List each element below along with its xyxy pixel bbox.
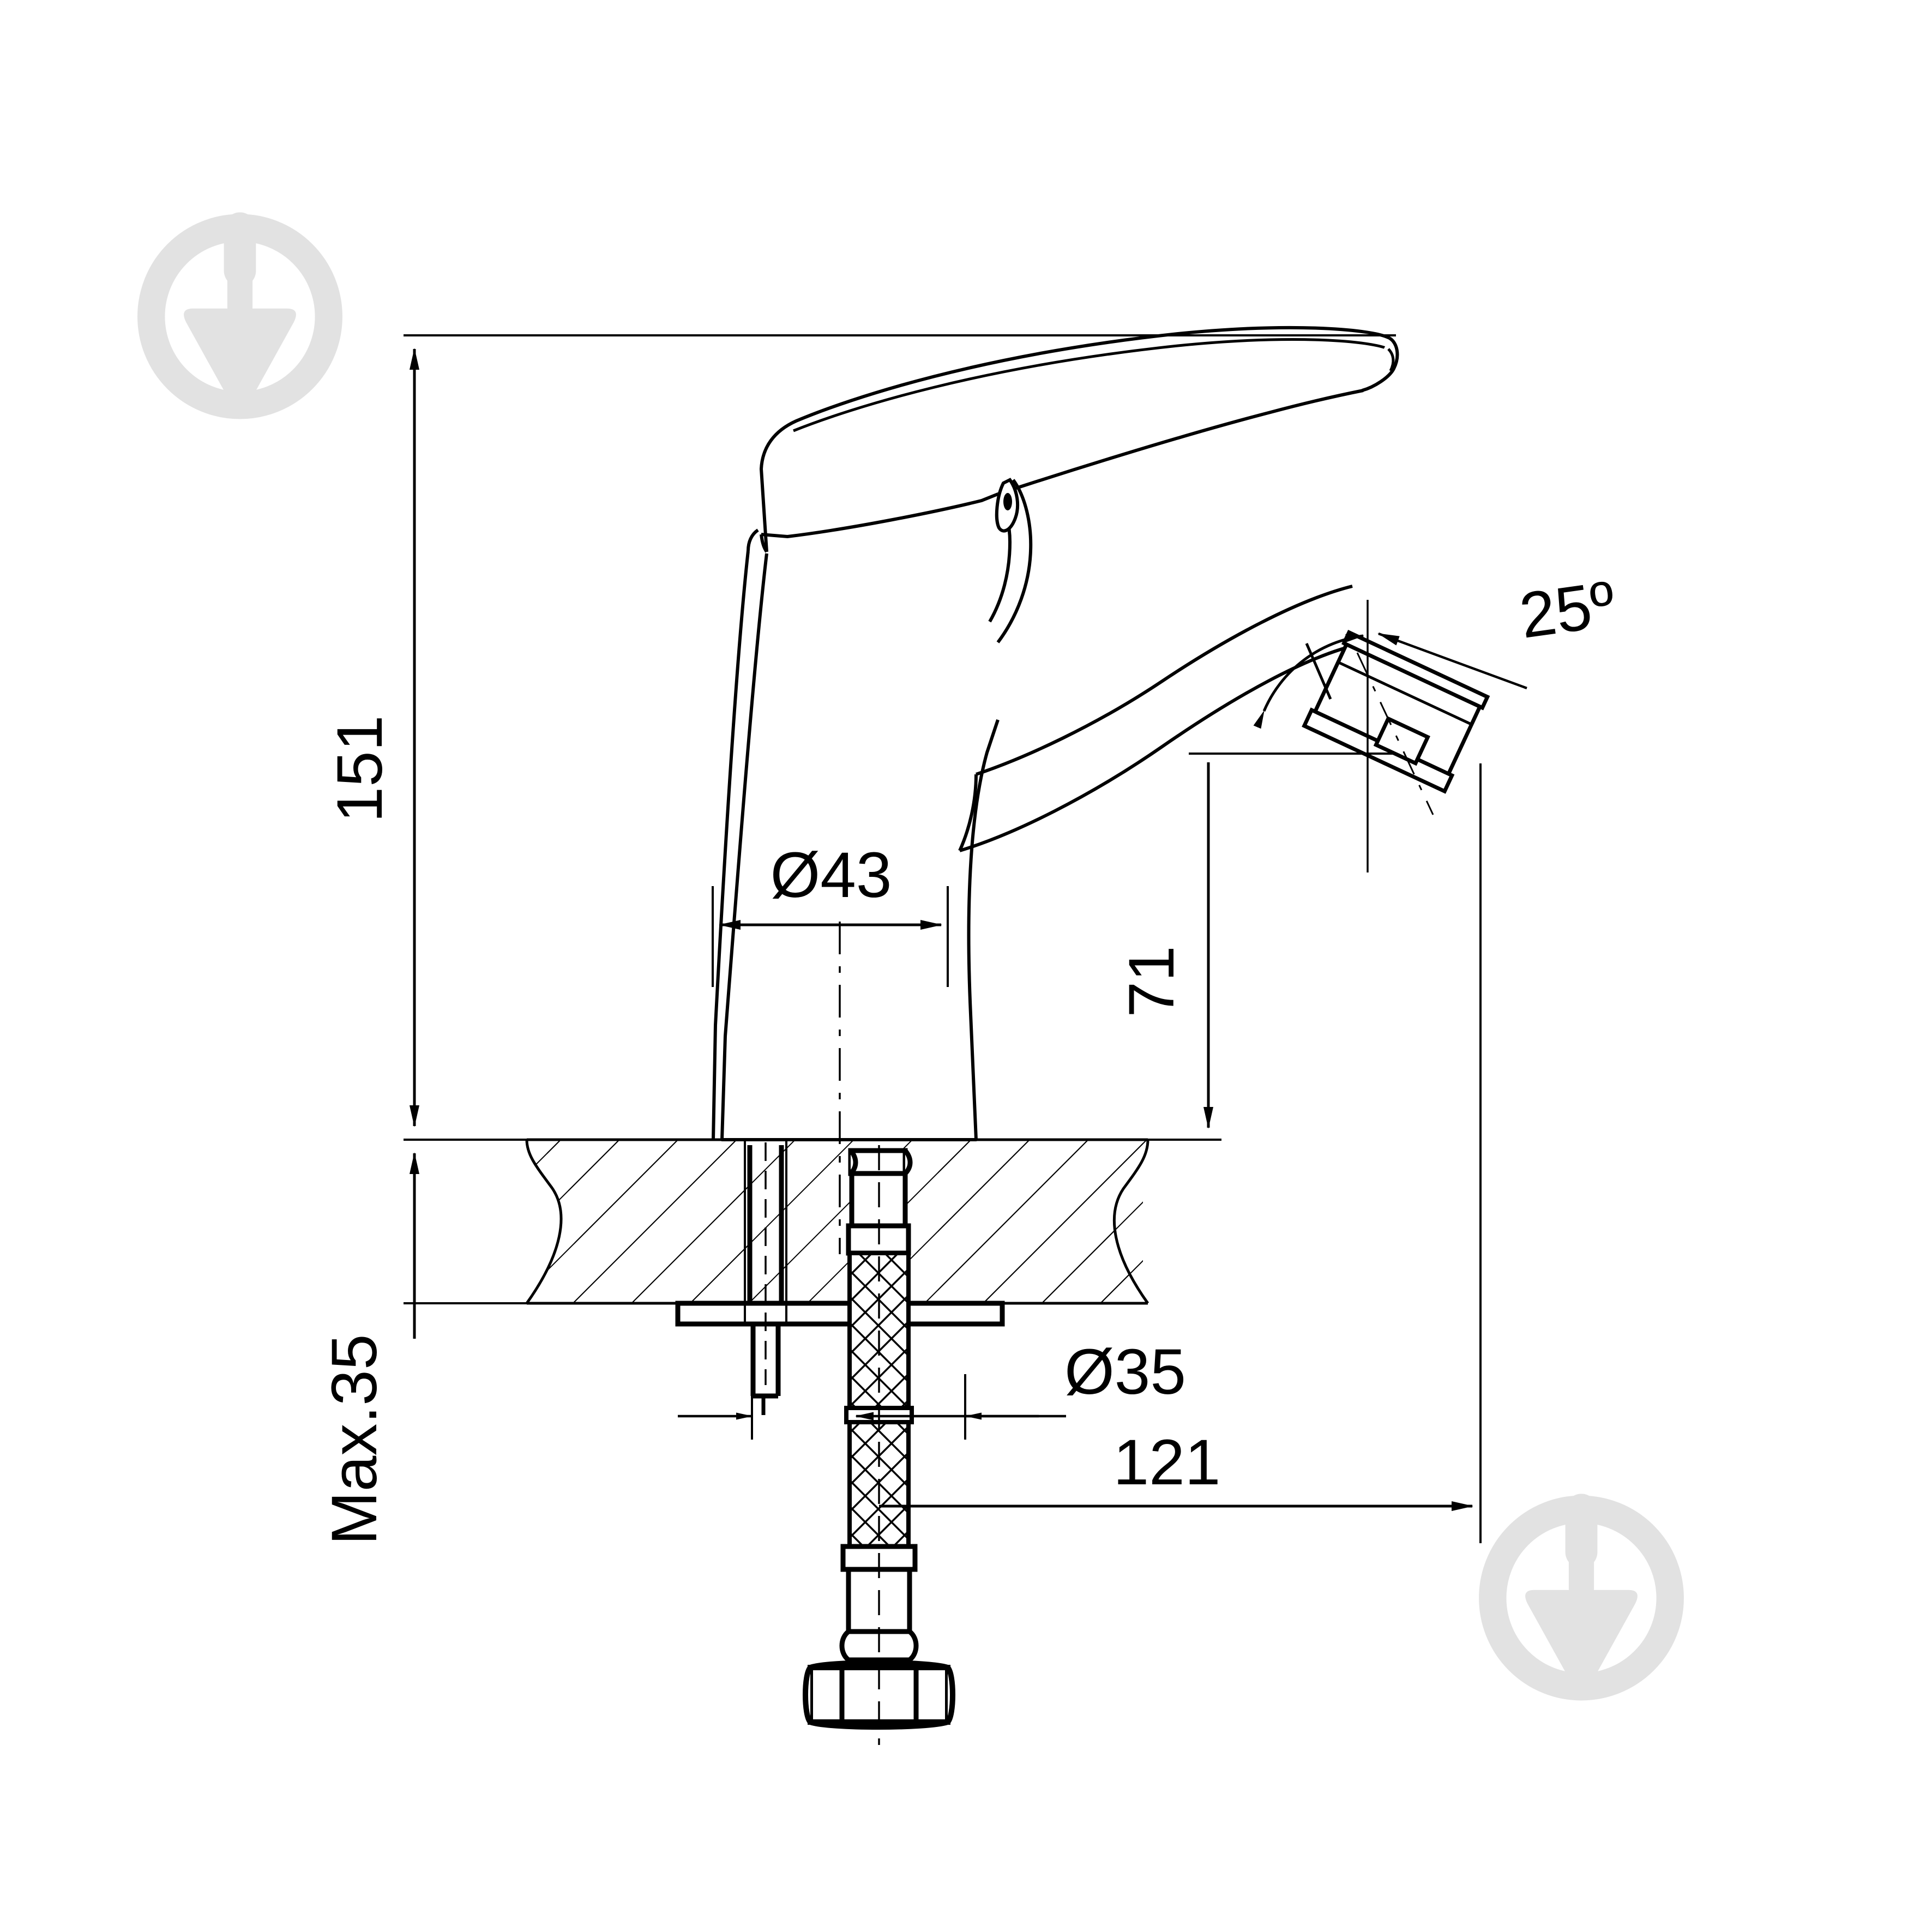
faucet-body (712, 550, 1000, 1141)
dimension-71: 71 (1116, 753, 1396, 1141)
plumb-bob-logo-icon (1492, 1494, 1670, 1694)
countertop-left-slab (525, 1138, 750, 1305)
dimension-max35: Max.35 (318, 1152, 545, 1545)
faucet-lever-handle (747, 326, 1399, 643)
dimension-label-max35: Max.35 (318, 1334, 390, 1545)
dimension-151: 151 (324, 334, 1396, 1141)
dimension-dia43: Ø43 (712, 839, 949, 987)
aerator-centerline (1356, 652, 1434, 815)
inlet-tube (744, 1140, 787, 1324)
plumb-bob-logo-icon (151, 212, 329, 413)
faucet-spout (958, 585, 1364, 852)
braided-hose (803, 1145, 955, 1745)
dimension-label-121: 121 (1114, 1427, 1221, 1498)
dimension-label-151: 151 (324, 715, 396, 823)
dimension-label-angle25: 25º (1515, 568, 1620, 652)
dimension-label-dia43: Ø43 (770, 839, 892, 911)
dimension-121: 121 (879, 763, 1482, 1543)
countertop (525, 1138, 1149, 1305)
angle-tick (1305, 643, 1332, 700)
dimension-label-dia35: Ø35 (1064, 1336, 1186, 1408)
countertop-right-slab (938, 1138, 1149, 1305)
dimension-dia35: Ø35 (678, 1336, 1186, 1440)
angle-arc (1253, 634, 1364, 729)
aerator (1302, 630, 1490, 794)
angle-leader-line (1377, 632, 1527, 690)
dimension-label-71: 71 (1116, 946, 1188, 1017)
dimension-angle-25: 25º (1253, 568, 1620, 872)
